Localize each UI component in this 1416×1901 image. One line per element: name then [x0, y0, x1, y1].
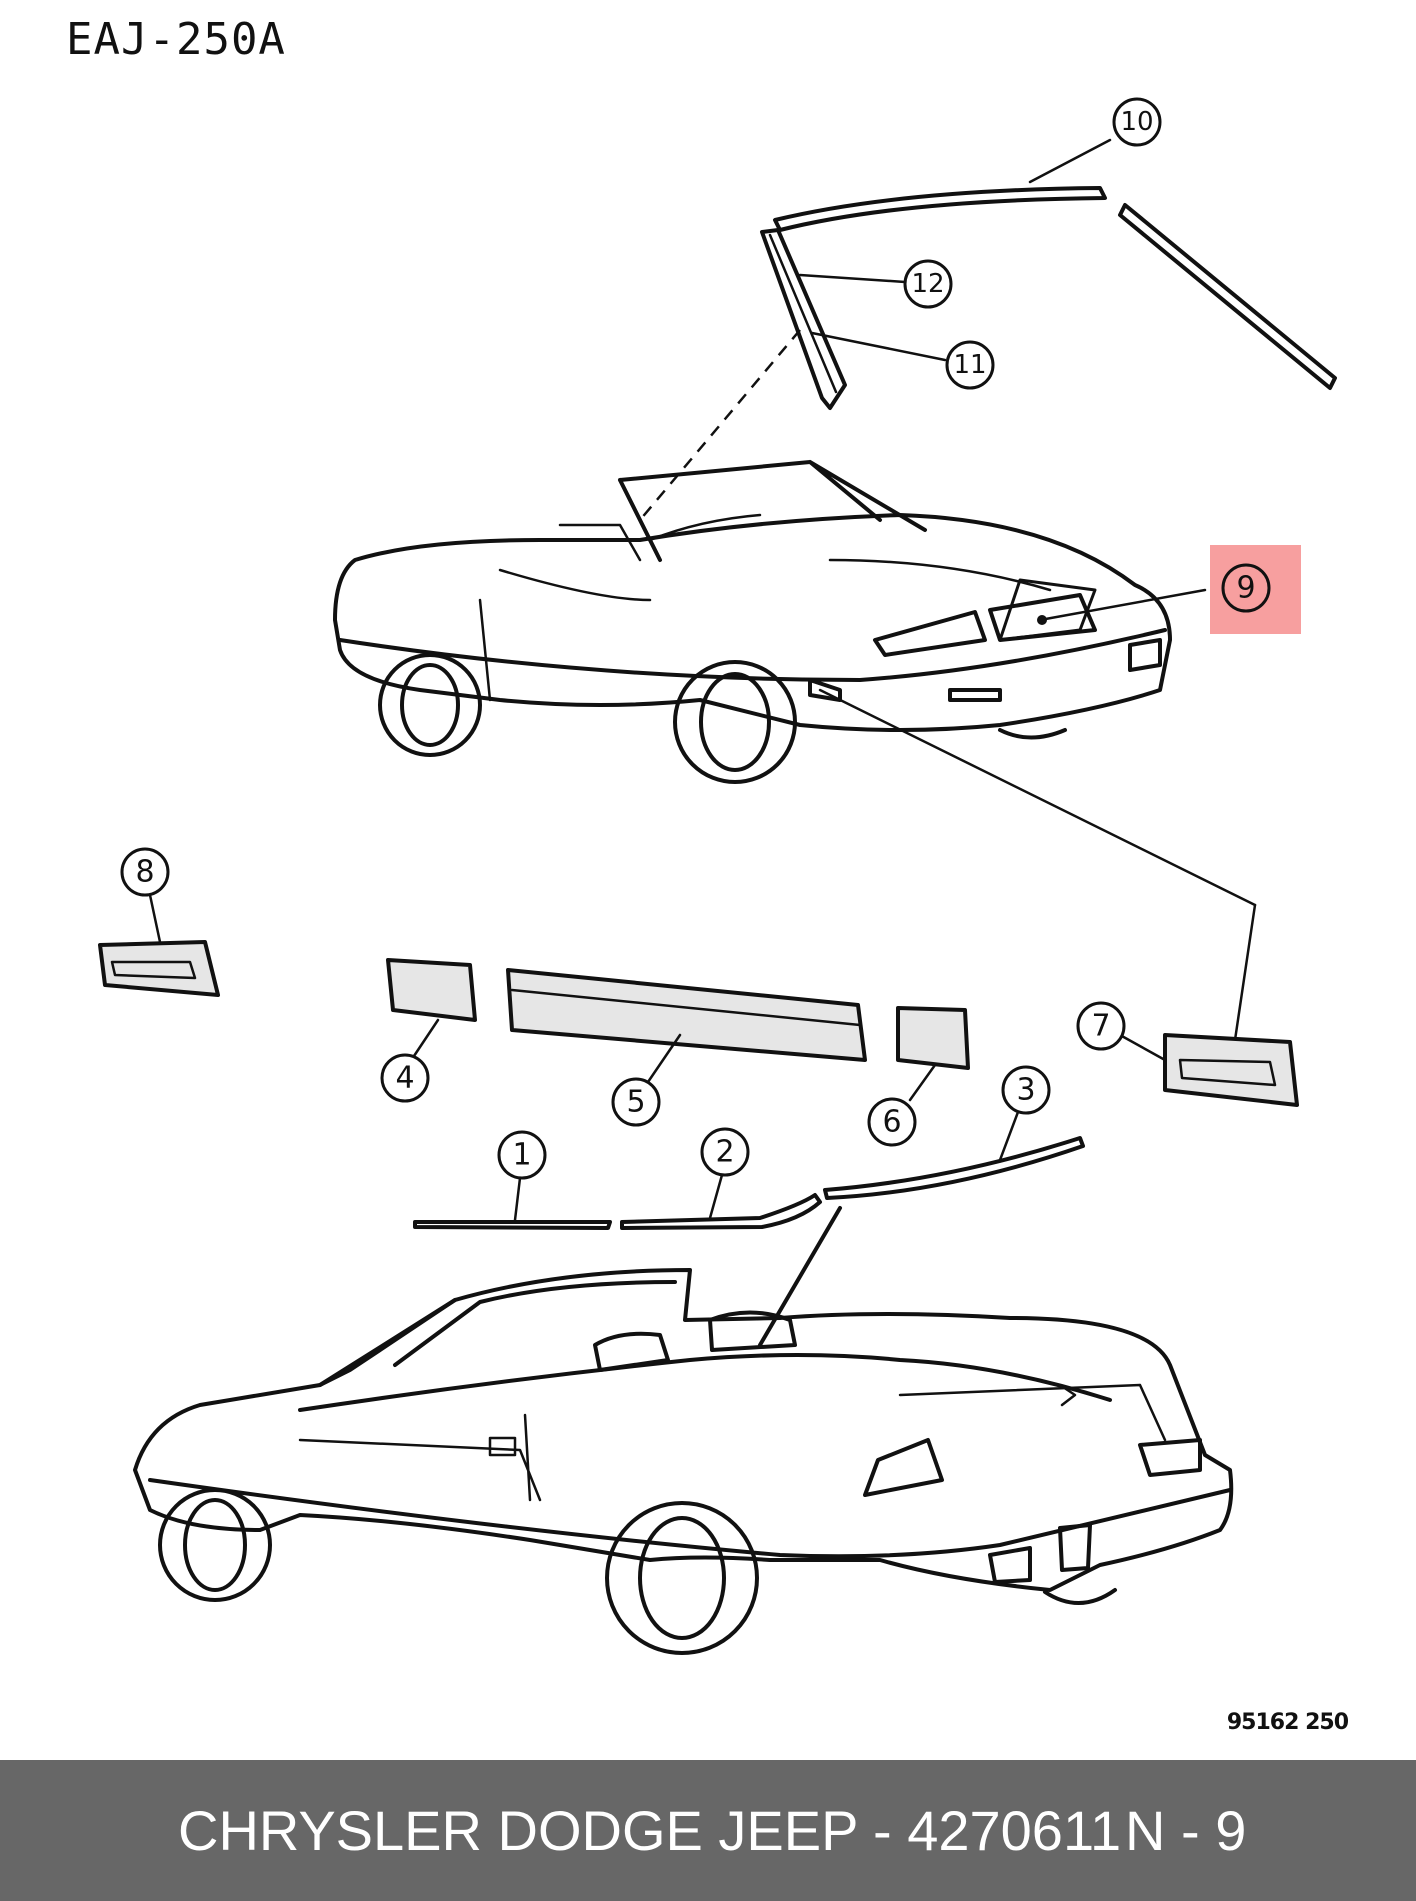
svg-text:8: 8	[135, 855, 154, 890]
callouts: 1 2 3 4 5 6 7 8	[120, 97, 1162, 1180]
callout-6: 6	[867, 1097, 917, 1147]
windshield-molding-group	[760, 186, 1337, 410]
highlight-callout-9[interactable]	[1210, 545, 1301, 634]
svg-text:11: 11	[953, 350, 986, 380]
callout-10: 10	[1112, 97, 1162, 147]
front-leader-lines	[639, 138, 1257, 1042]
svg-text:6: 6	[882, 1105, 901, 1140]
callout-5: 5	[611, 1077, 661, 1127]
callout-7: 7	[1076, 1001, 1126, 1051]
callout-8: 8	[120, 847, 170, 897]
callout-4: 4	[380, 1053, 430, 1103]
svg-text:4: 4	[395, 1061, 414, 1096]
svg-text:3: 3	[1016, 1073, 1035, 1108]
part-number-label: CHRYSLER DODGE JEEP - 4270611	[178, 1799, 1122, 1862]
callout-12: 12	[903, 259, 953, 309]
callout-2: 2	[700, 1127, 750, 1177]
diagram-code: EAJ-250A	[66, 14, 286, 65]
side-moldings	[98, 940, 1299, 1107]
callout-3: 3	[1001, 1065, 1051, 1115]
svg-text:2: 2	[715, 1135, 734, 1170]
belt-moldings	[413, 1136, 1085, 1230]
rear-car-illustration	[133, 1268, 1234, 1655]
callout-1: 1	[497, 1130, 547, 1180]
svg-text:5: 5	[626, 1085, 645, 1120]
svg-text:7: 7	[1091, 1009, 1110, 1044]
figure-reference: 95162 250	[1226, 1710, 1349, 1735]
svg-text:10: 10	[1120, 107, 1153, 137]
svg-text:12: 12	[911, 269, 944, 299]
diagram-ref-label: N - 9	[1125, 1799, 1247, 1862]
callout-11: 11	[945, 340, 995, 390]
svg-text:1: 1	[512, 1138, 531, 1173]
footer-bar: CHRYSLER DODGE JEEP - 4270611 N - 9	[0, 1760, 1416, 1901]
lower-leader-lines	[148, 893, 1167, 1347]
parts-diagram: 1 2 3 4 5 6 7 8	[98, 97, 1337, 1655]
